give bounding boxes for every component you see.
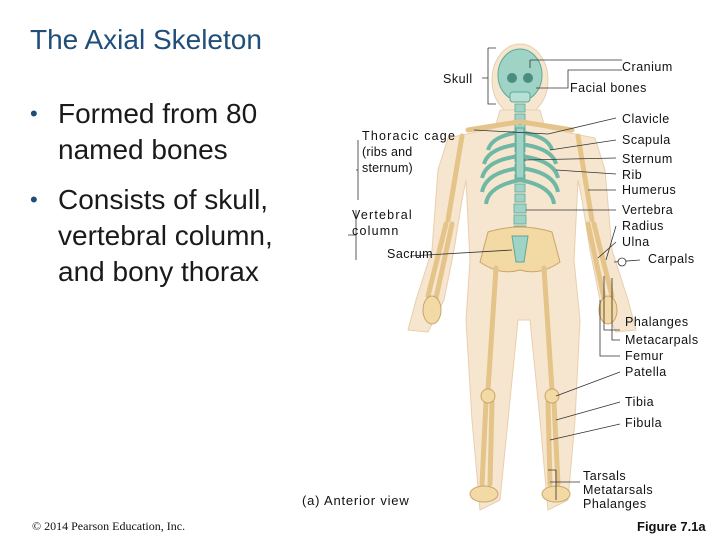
thoracic-cage-shape <box>480 130 560 205</box>
label-tibia: Tibia <box>625 395 655 409</box>
label-cranium: Cranium <box>622 60 673 74</box>
label-sternum: Sternum <box>622 152 673 166</box>
label-fibula: Fibula <box>625 416 663 430</box>
label-ulna: Ulna <box>622 235 650 249</box>
label-vertebra: Vertebra <box>622 203 674 217</box>
figure-label: Figure 7.1a <box>637 519 706 534</box>
bullet-dot-icon: • <box>30 101 38 126</box>
label-scapula: Scapula <box>622 133 671 147</box>
label-phalanges-foot: Phalanges <box>583 497 647 511</box>
slide-title: The Axial Skeleton <box>30 24 262 55</box>
label-facial-bones: Facial bones <box>570 81 647 95</box>
copyright-notice: © 2014 Pearson Education, Inc. <box>32 519 186 533</box>
label-carpals: Carpals <box>648 252 695 266</box>
label-vertebral-column: Vertebral column <box>352 208 413 238</box>
label-humerus: Humerus <box>622 183 677 197</box>
view-caption: (a) Anterior view <box>302 493 410 508</box>
label-patella: Patella <box>625 365 667 379</box>
leader-lines <box>348 47 641 500</box>
appendicular-bones <box>425 119 615 487</box>
bullet-dot-icon: • <box>30 187 38 212</box>
bullet-item: • Formed from 80 named bones <box>30 96 320 168</box>
label-thoracic-cage: Thoracic cage <box>362 129 457 143</box>
label-metatarsals: Metatarsals <box>583 483 654 497</box>
sacrum-shape <box>511 235 529 263</box>
label-femur: Femur <box>625 349 664 363</box>
bullet-item: • Consists of skull, vertebral column, an… <box>30 182 320 290</box>
label-tarsals: Tarsals <box>583 469 627 483</box>
label-rib: Rib <box>622 168 643 182</box>
bullet-text: Consists of skull, vertebral column, and… <box>58 184 273 287</box>
label-radius: Radius <box>622 219 664 233</box>
label-skull: Skull <box>443 72 473 86</box>
label-metacarpals: Metacarpals <box>625 333 699 347</box>
label-thoracic-cage-note: (ribs and sternum) <box>362 145 413 175</box>
label-phalanges-hand: Phalanges <box>625 315 689 329</box>
joint-shapes <box>422 295 618 503</box>
label-clavicle: Clavicle <box>622 112 670 126</box>
label-sacrum: Sacrum <box>387 247 434 261</box>
sternum-shape <box>515 127 525 179</box>
skull-shape <box>497 48 543 103</box>
bullet-text: Formed from 80 named bones <box>58 98 258 165</box>
bullet-list: • Formed from 80 named bones • Consists of… <box>30 96 320 304</box>
carpals-marker-icon <box>617 257 627 267</box>
